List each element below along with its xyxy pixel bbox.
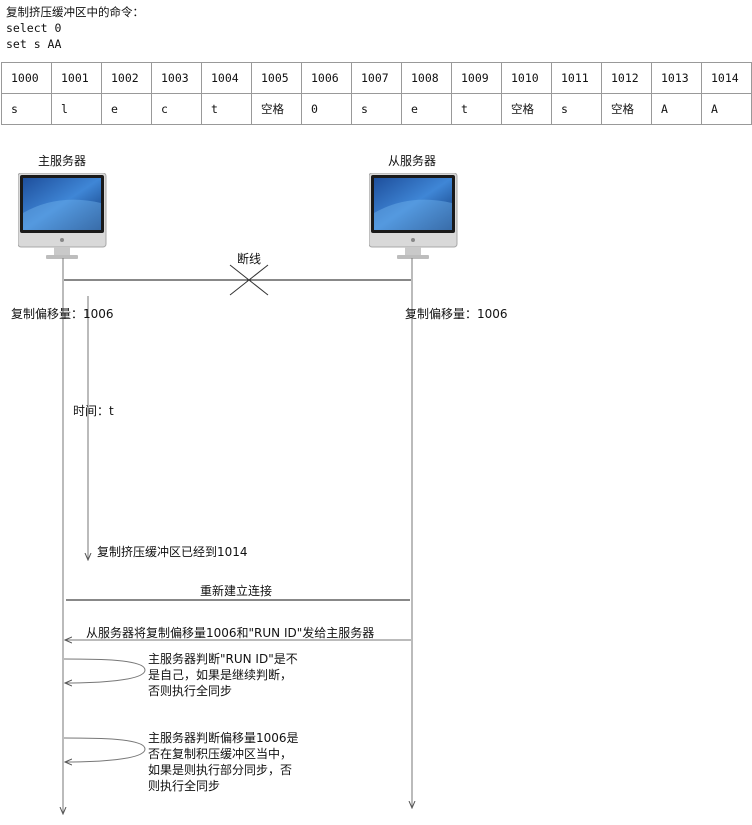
- command-line-1: select 0: [6, 21, 62, 35]
- note-line: 主服务器判断"RUN ID"是不: [148, 652, 298, 666]
- char-cell: s: [551, 93, 602, 125]
- judge-offset-loop: [64, 737, 146, 762]
- note-line: 主服务器判断偏移量1006是: [148, 731, 299, 745]
- offset-cell: 1006: [301, 62, 352, 94]
- char-cell: A: [701, 93, 752, 125]
- listing-title: 复制挤压缓冲区中的命令：: [6, 5, 144, 19]
- monitor-icon: [368, 172, 458, 259]
- slave-offset-label: 复制偏移量：1006: [405, 307, 508, 321]
- char-cell: e: [401, 93, 452, 125]
- offset-cell: 1012: [601, 62, 652, 94]
- monitor-icon: [17, 172, 107, 259]
- char-cell: t: [201, 93, 252, 125]
- judge-offset-note: 主服务器判断偏移量1006是 否在复制积压缓冲区当中， 如果是则执行部分同步，否…: [148, 730, 299, 794]
- judge-runid-note: 主服务器判断"RUN ID"是不 是自己，如果是继续判断， 否则执行全同步: [148, 651, 298, 699]
- char-cell: 空格: [601, 93, 652, 125]
- char-cell: l: [51, 93, 102, 125]
- command-line-2: set s AA: [6, 37, 62, 51]
- judge-runid-loop: [64, 658, 146, 683]
- offset-cell: 1013: [651, 62, 702, 94]
- char-cell: 空格: [251, 93, 302, 125]
- reconnect-label: 重新建立连接: [200, 584, 273, 598]
- char-cell: 0: [301, 93, 352, 125]
- char-cell: t: [451, 93, 502, 125]
- note-line: 是自己，如果是继续判断，: [148, 668, 293, 682]
- break-cross-icon: [229, 264, 269, 296]
- slave-server: [368, 172, 459, 264]
- offset-cell: 1011: [551, 62, 602, 94]
- note-line: 如果是则执行部分同步，否: [148, 763, 293, 777]
- offset-cell: 1009: [451, 62, 502, 94]
- char-cell: e: [101, 93, 152, 125]
- buffer-reached-label: 复制挤压缓冲区已经到1014: [97, 545, 248, 559]
- offset-cell: 1007: [351, 62, 402, 94]
- char-cell: s: [351, 93, 402, 125]
- master-title: 主服务器: [38, 154, 87, 168]
- offset-cell: 1000: [1, 62, 52, 94]
- note-line: 否则执行全同步: [148, 684, 233, 698]
- note-line: 否在复制积压缓冲区当中，: [148, 747, 293, 761]
- master-offset-label: 复制偏移量：1006: [11, 307, 114, 321]
- slave-title: 从服务器: [388, 154, 437, 168]
- command-listing: 复制挤压缓冲区中的命令： select 0 set s AA: [6, 4, 144, 52]
- offset-cell: 1004: [201, 62, 252, 94]
- note-line: 则执行全同步: [148, 779, 221, 793]
- time-label: 时间：t: [73, 404, 114, 418]
- send-offset-label: 从服务器将复制偏移量1006和"RUN ID"发给主服务器: [86, 626, 375, 640]
- char-cell: 空格: [501, 93, 552, 125]
- disconnect-label: 断线: [237, 252, 262, 266]
- char-cell: A: [651, 93, 702, 125]
- master-server: [17, 172, 108, 264]
